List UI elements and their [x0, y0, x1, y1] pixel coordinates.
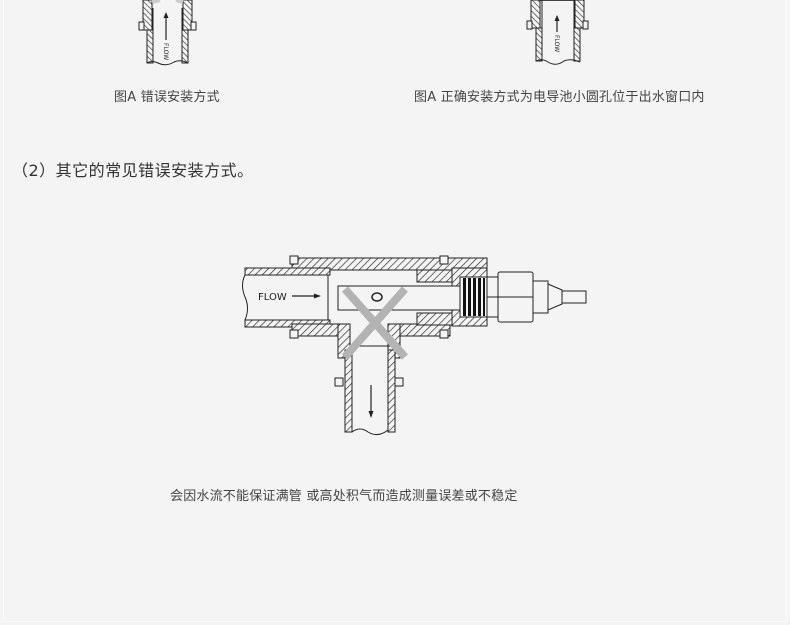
- figure-tee-caption: 会因水流不能保证满管 或高处积气而造成测量误差或不稳定: [170, 489, 518, 504]
- figure-a-right-caption: 图A 正确安装方式为电导池小圆孔位于出水窗口内: [414, 90, 705, 105]
- tee-pipe-diagram: FLOW: [242, 255, 587, 436]
- pipe-diagram-correct: FLOW: [526, 0, 589, 65]
- figure-a-right: FLOW 图A 正确安装方式为电导池小圆孔位于出水窗口内: [390, 0, 790, 110]
- figure-a-wrong: FLOW 图A 错误安装方式: [0, 0, 400, 110]
- figure-tee-wrong: FLOW: [230, 250, 600, 450]
- flow-label: FLOW: [162, 43, 169, 60]
- flow-label: FLOW: [258, 292, 287, 303]
- pipe-diagram-wrong: FLOW: [138, 0, 197, 66]
- wrong-x-mark-icon: [342, 286, 408, 360]
- page-frame: [3, 0, 787, 622]
- figure-a-wrong-caption: 图A 错误安装方式: [114, 90, 220, 105]
- flow-label: FLOW: [553, 35, 560, 52]
- section-heading: （2）其它的常见错误安装方式。: [12, 161, 254, 180]
